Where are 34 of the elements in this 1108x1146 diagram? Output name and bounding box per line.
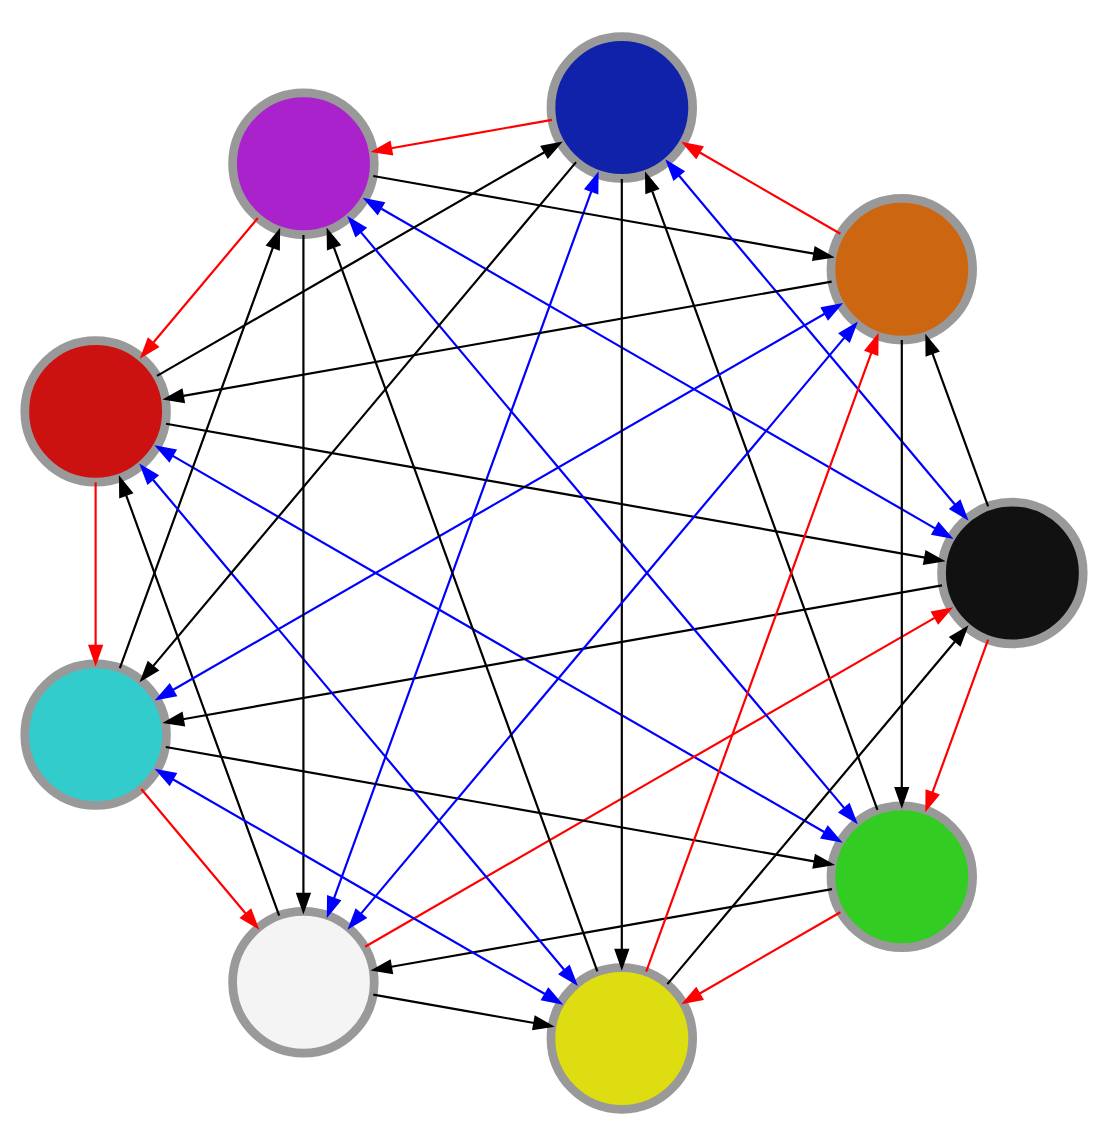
arrow [665, 159, 969, 521]
arrow [370, 118, 553, 156]
arrow [295, 234, 312, 915]
arrow [347, 321, 858, 930]
arrow [364, 607, 954, 948]
arrow [154, 303, 844, 701]
arrow [645, 332, 879, 972]
arrow [165, 422, 946, 565]
arrow [139, 463, 578, 987]
arrow [154, 768, 564, 1005]
arrow [140, 788, 260, 930]
arrow [373, 993, 555, 1031]
arrow [347, 215, 858, 825]
arrow [925, 333, 990, 507]
arrow [88, 482, 104, 667]
arrow [373, 174, 835, 262]
arrow [154, 445, 843, 843]
arrow [139, 217, 259, 359]
arrow [666, 625, 969, 985]
arrow [162, 584, 943, 727]
arrow [118, 227, 281, 669]
arrow [139, 161, 577, 683]
arrow [162, 280, 832, 404]
arrow [925, 639, 990, 813]
arrow [681, 141, 841, 235]
arrow [681, 911, 841, 1005]
arrow [894, 340, 910, 809]
arrow [644, 171, 879, 811]
arrow [156, 141, 563, 377]
arrow [165, 745, 836, 869]
arrow [614, 179, 630, 971]
arrow [370, 888, 833, 975]
arrow [118, 475, 281, 917]
arrow [362, 197, 954, 540]
